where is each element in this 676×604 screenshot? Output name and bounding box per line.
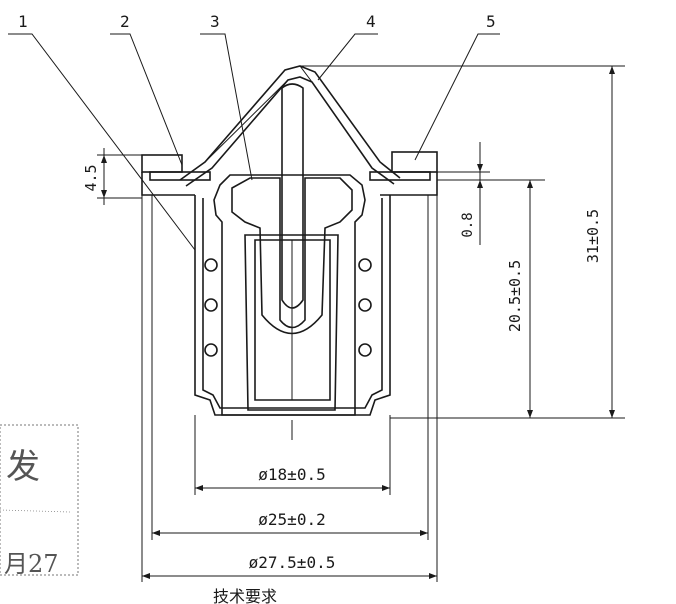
dim-4-5-label: 4.5 [82,164,100,191]
dimension-4-5 [97,148,142,205]
dimension-20-5 [390,179,545,419]
margin-note-a: 发 [6,447,40,487]
rubber-sleeve [231,177,353,335]
callout-3: 3 [210,12,220,31]
piston-rod [281,83,304,309]
callout-leaders [8,33,500,251]
dim-dia-25-label: ø25±0.2 [258,510,325,529]
inner-housing [213,174,366,416]
dim-20-5-label: 20.5±0.5 [506,260,524,332]
dim-0-8-label: 0.8 [460,212,476,237]
dimension-dia-27-5 [141,195,438,582]
dim-dia-18-label: ø18±0.5 [258,465,325,484]
margin-stamp [0,424,79,576]
dim-31-label: 31±0.5 [584,209,602,263]
callout-1: 1 [18,12,28,31]
margin-note-b: 月27 [4,550,59,578]
callout-5: 5 [486,12,496,31]
spring-coils [204,258,372,357]
dimension-dia-25 [151,195,429,540]
callout-4: 4 [366,12,376,31]
dimension-31 [300,65,625,419]
dim-dia-27-5-label: ø27.5±0.5 [249,553,336,572]
dimension-dia-18 [194,415,391,495]
flange-ring [141,151,438,196]
caption: 技术要求 [213,587,277,604]
callout-2: 2 [120,12,130,31]
